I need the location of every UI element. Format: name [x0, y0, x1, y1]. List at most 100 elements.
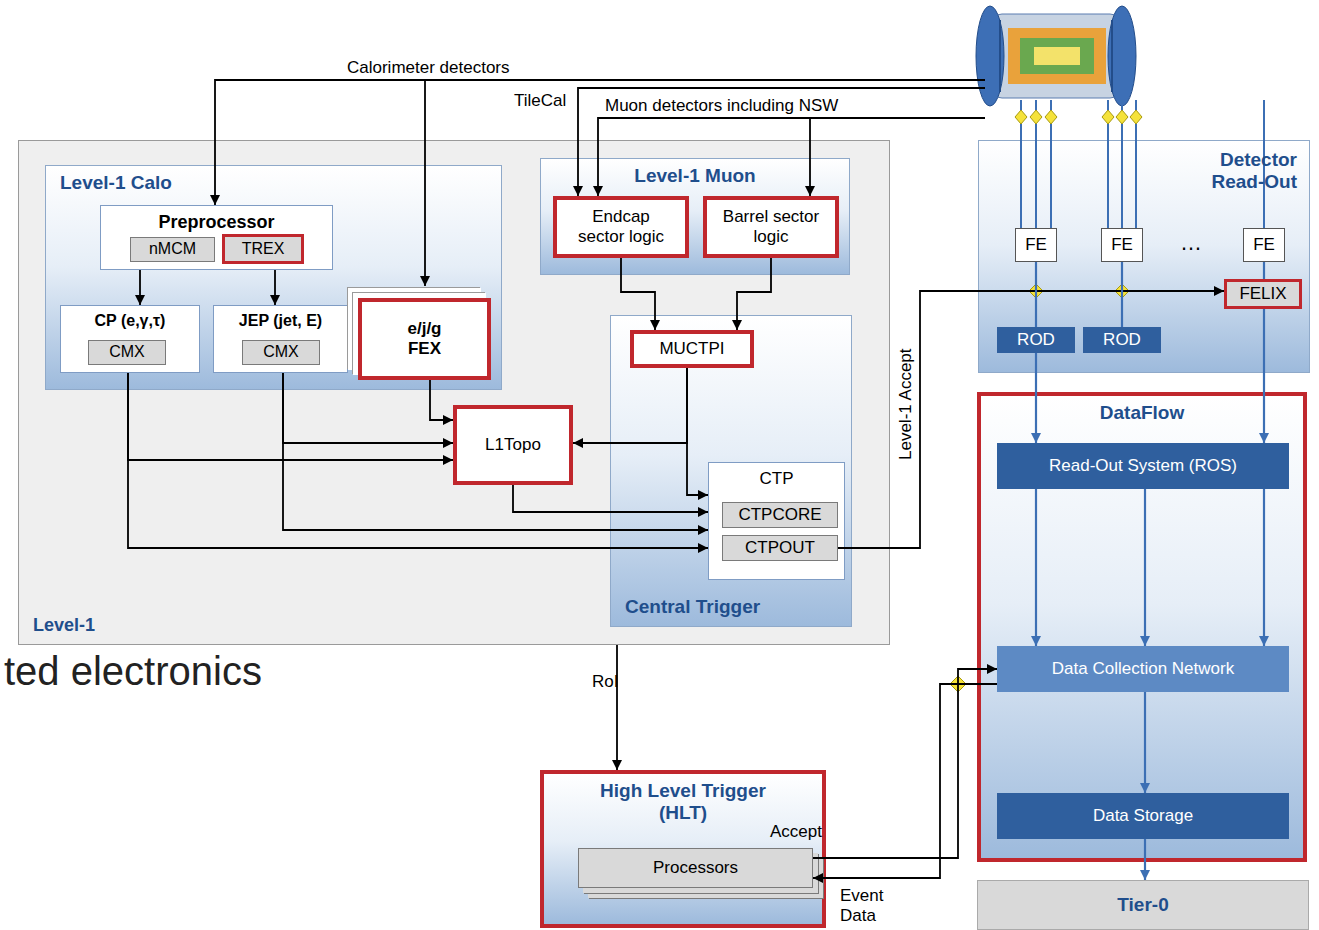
module-chip: TREX [222, 234, 304, 264]
box-label: L1Topo [485, 435, 541, 455]
processors-box: Processors [578, 848, 813, 888]
logic-box: Endcap sector logic [553, 196, 689, 258]
panel-title: Level-1 Calo [60, 172, 501, 194]
readout-wire [1050, 100, 1052, 228]
connector-arrow [616, 645, 618, 770]
readout-wire [1107, 100, 1109, 228]
connector-arrow [813, 669, 997, 858]
box-label: Data Storage [1093, 806, 1193, 826]
connector-arrow [1035, 262, 1037, 327]
box-label: nMCM [149, 240, 196, 258]
signal-label: RoI [590, 672, 620, 692]
junction-diamond [950, 676, 966, 692]
panel-title: CP (e,γ,τ) [61, 312, 199, 330]
detector-body [992, 14, 1120, 98]
readout-panel: Detector Read-OutFEFEFEFELIXRODROD [978, 140, 1310, 373]
connector-arrow [813, 684, 997, 878]
connector-arrow [1263, 262, 1265, 279]
tracker-part [1034, 47, 1080, 65]
detector-illustration [976, 6, 1136, 106]
box-label: TREX [242, 240, 285, 258]
panel-title: DataFlow [981, 402, 1303, 424]
detector-endcap [976, 6, 1004, 106]
panel-title: High Level Trigger (HLT) [583, 780, 783, 824]
dataflow-panel: DataFlowRead-Out System (ROS) Data Collec… [977, 392, 1307, 862]
box-label: FE [1025, 235, 1047, 255]
connector-arrow [1263, 309, 1265, 443]
connector-arrow [737, 258, 771, 330]
signal-label: Level-1 Accept [896, 346, 916, 462]
box-label: Data Collection Network [1052, 659, 1234, 679]
junction-diamond [1130, 110, 1142, 124]
box-label: ROD [1017, 330, 1055, 350]
panel-title: Level-1 [33, 615, 889, 636]
connector-arrow [430, 380, 453, 420]
box-label: Endcap sector logic [571, 207, 671, 246]
readout-wire [1020, 100, 1022, 228]
box-label: CTPOUT [745, 538, 815, 558]
box-label: Tier-0 [1117, 894, 1168, 916]
connector-arrow [1144, 692, 1146, 793]
readout-wire [1035, 100, 1037, 228]
box-label: Processors [653, 858, 738, 878]
ellipsis-mark: … [1178, 230, 1204, 255]
signal-label-holder: Event Data [838, 886, 902, 925]
processor-box: CP (e,γ,τ) CMX [60, 305, 200, 373]
connector-arrow [1144, 839, 1146, 880]
box-label: CMX [109, 343, 145, 361]
connector-arrow [1035, 353, 1037, 443]
felix-box: FELIX [1224, 279, 1302, 309]
junction-diamond [1116, 110, 1128, 124]
cut-off-text-holder: ted electronics [2, 648, 264, 694]
detector-endcap [1108, 6, 1136, 106]
connector-arrow [1263, 489, 1265, 646]
calo-panel: Level-1 CaloPreprocessornMCMTREXCP (e,γ,… [45, 165, 502, 390]
module-chip: CMX [242, 340, 320, 365]
junction-diamond [1029, 284, 1043, 298]
junction-diamond [1030, 110, 1042, 124]
logic-box: Barrel sector logic [703, 196, 839, 258]
junction-diamond [1115, 284, 1129, 298]
readout-wire [1263, 100, 1265, 228]
frontend-box: FE [1015, 228, 1057, 262]
signal-label: Event Data [838, 886, 902, 925]
connector-arrow [274, 270, 276, 305]
connector-arrow [1035, 489, 1037, 646]
panel-title: JEP (jet, E) [214, 312, 347, 330]
readout-wire [1135, 100, 1137, 228]
connector-arrow [283, 373, 708, 530]
box-label: e/j/g FEX [395, 319, 455, 358]
ctp-box: CTPCTPCORECTPOUT [708, 462, 845, 580]
rod-box: ROD [1083, 327, 1161, 353]
panel-title: CTP [709, 469, 844, 489]
connector-arrow [128, 373, 453, 460]
tilecal-wire [578, 88, 985, 196]
rod-box: ROD [997, 327, 1075, 353]
hlt-panel: High Level Trigger (HLT) Processors [540, 770, 826, 928]
muon-panel: Level-1 MuonEndcap sector logicBarrel se… [540, 158, 850, 275]
junction-diamond [1102, 110, 1114, 124]
connector-arrow [1121, 262, 1123, 327]
wire-label-holder: Muon detectors including NSW [603, 96, 840, 116]
calorimeter-part [1008, 28, 1106, 84]
dataflow-box: Read-Out System (ROS) [997, 443, 1289, 489]
cut-off-text: ted electronics [2, 648, 264, 694]
box-label: FE [1111, 235, 1133, 255]
frontend-box: FE [1101, 228, 1143, 262]
fex-box: e/j/g FEX [358, 298, 491, 380]
box-label: ROD [1103, 330, 1141, 350]
module-chip: CTPOUT [722, 535, 838, 561]
inner-detector-part [1020, 38, 1094, 74]
panel-title: Central Trigger [625, 596, 851, 618]
connector-arrow [1144, 489, 1146, 646]
muon-chamber [1111, 20, 1113, 92]
panel-title: Detector Read-Out [1187, 149, 1297, 193]
junction-diamond [1015, 110, 1027, 124]
muctpi-box: MUCTPI [630, 330, 754, 368]
processor-box: JEP (jet, E) CMX [213, 305, 348, 373]
box-label: Read-Out System (ROS) [1049, 456, 1237, 476]
connector-arrow [838, 291, 1224, 548]
muon-wire [809, 118, 811, 196]
box-label: Barrel sector logic [721, 207, 821, 246]
readout-wire [1121, 100, 1123, 228]
